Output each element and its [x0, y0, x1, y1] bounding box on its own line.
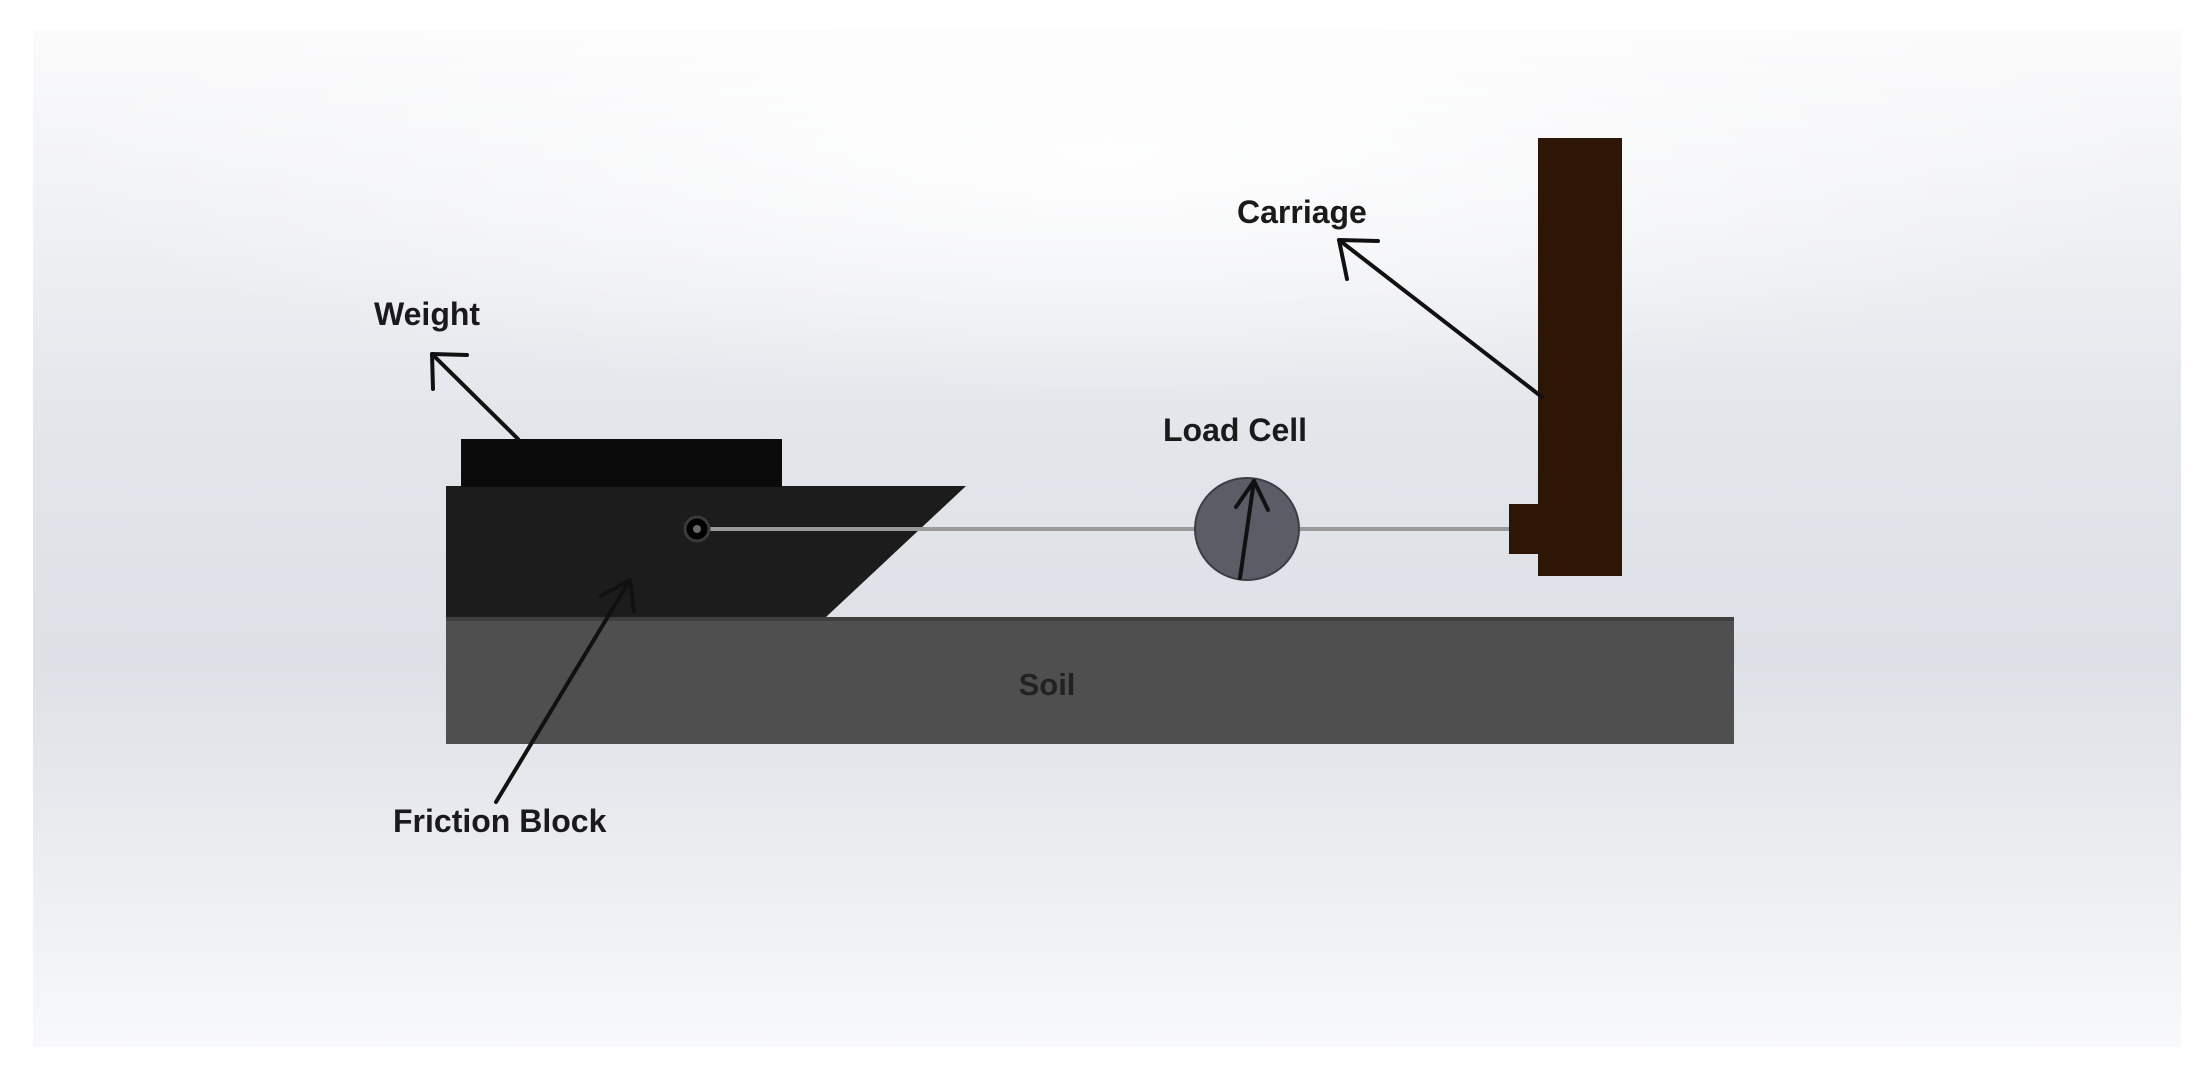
- attachment-pin-center: [693, 525, 701, 533]
- friction-block-pointer-arrow: [494, 578, 636, 804]
- weight-block: [461, 439, 782, 487]
- load-cell-label: Load Cell: [1163, 412, 1307, 448]
- friction-block: [446, 486, 966, 617]
- soil-label: Soil: [1019, 667, 1076, 702]
- carriage-clamp: [1509, 504, 1540, 554]
- weight-pointer-arrow: [430, 352, 520, 441]
- load-cell-pointer-arrow: [1234, 479, 1270, 580]
- carriage: [1538, 138, 1622, 576]
- scene-backdrop-glow: [33, 30, 2181, 530]
- carriage-label: Carriage: [1237, 194, 1367, 230]
- soil-bed: [446, 617, 1734, 744]
- carriage-pointer-arrow: [1337, 238, 1544, 399]
- weight-label: Weight: [374, 296, 480, 332]
- soil-bed-top-edge: [446, 617, 1734, 621]
- friction-block-label: Friction Block: [393, 803, 607, 839]
